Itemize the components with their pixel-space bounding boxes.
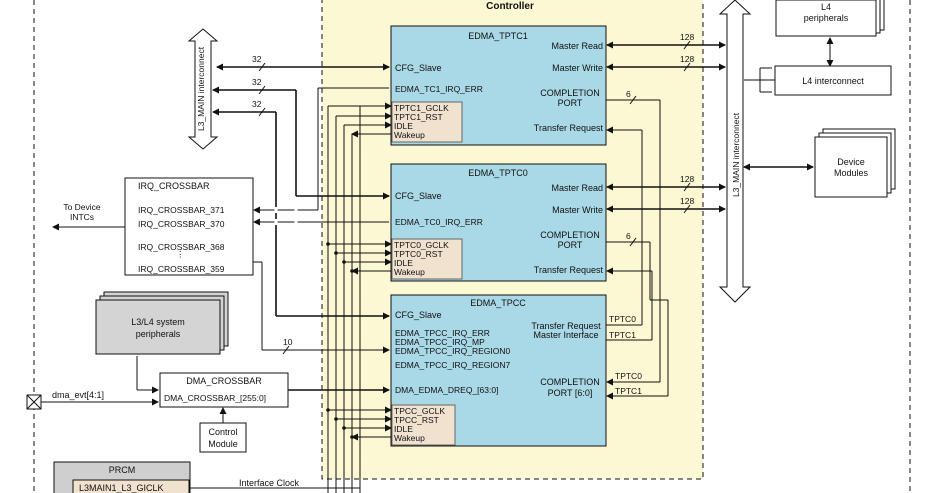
tpcc-tptc-links: TPTC0 TPTC1 TPTC0 TPTC1 6 6	[606, 89, 669, 400]
edma-tptc0-block: EDMA_TPTC0 CFG_Slave EDMA_TC0_IRQ_ERR Ma…	[390, 163, 607, 282]
master-buses: 128 128 128 128	[606, 32, 726, 214]
tptc1-transfer-request: Transfer Request	[534, 123, 604, 133]
edma-tpcc-block: EDMA_TPCC CFG_Slave EDMA_TPCC_IRQ_ERR ED…	[390, 294, 607, 447]
dma-evt-label: dma_evt[4:1]	[52, 390, 104, 400]
tpcc-idle: IDLE	[394, 424, 413, 434]
l3l4-line1: L3/L4 system	[131, 317, 185, 327]
to-device-line2: INTCs	[70, 212, 94, 222]
tptc0-port: PORT	[558, 240, 583, 250]
tpcc-tr-tptc1: TPTC1	[609, 330, 636, 340]
to-device-line1: To Device	[63, 202, 101, 212]
l4-interconnect-box	[774, 65, 892, 96]
tptc0-title: EDMA_TPTC0	[468, 168, 528, 178]
tptc0-idle: IDLE	[394, 258, 413, 268]
control-module-line2: Module	[208, 439, 238, 449]
dma-crossbar-title: DMA_CROSSBAR	[186, 376, 262, 386]
tptc1-rst: TPTC1_RST	[394, 112, 443, 122]
control-module-line1: Control	[208, 427, 237, 437]
tptc1-gclk: TPTC1_GCLK	[394, 103, 449, 113]
tptc1-wakeup: Wakeup	[394, 130, 425, 140]
tptc1-idle: IDLE	[394, 121, 413, 131]
irq-crossbar-368: IRQ_CROSSBAR_368	[138, 242, 225, 252]
irq-crossbar-370: IRQ_CROSSBAR_370	[138, 219, 225, 229]
interface-clock-label: Interface Clock	[239, 478, 300, 488]
tptc0-write-width: 128	[680, 196, 694, 206]
tpcc-cp-tptc1: TPTC1	[615, 386, 642, 396]
l4-interconnect-label: L4 interconnect	[802, 76, 864, 86]
clock-reset-lines	[326, 102, 392, 493]
tptc0-completion-width: 6	[626, 231, 631, 241]
tptc1-irq-err: EDMA_TC1_IRQ_ERR	[395, 84, 483, 94]
tptc1-master-read: Master Read	[551, 41, 603, 51]
tpcc-irq-err: EDMA_TPCC_IRQ_ERR	[395, 328, 490, 338]
device-modules-block: Device Modules	[814, 128, 896, 198]
irq-crossbar-block: IRQ_CROSSBAR IRQ_CROSSBAR_371 IRQ_CROSSB…	[124, 177, 254, 276]
tptc1-cfg-slave: CFG_Slave	[395, 63, 442, 73]
tptc1-completion-width: 6	[626, 89, 631, 99]
cfg-bus3-width: 32	[252, 99, 262, 109]
prcm-title: PRCM	[109, 465, 136, 475]
cfg-bus1-width: 32	[252, 54, 262, 64]
irq-crossbar-359: IRQ_CROSSBAR_359	[138, 264, 225, 274]
tptc0-irq-err: EDMA_TC0_IRQ_ERR	[395, 217, 483, 227]
tptc0-rst: TPTC0_RST	[394, 249, 443, 259]
edma-tptc1-block: EDMA_TPTC1 CFG_Slave EDMA_TC1_IRQ_ERR Ma…	[390, 25, 607, 146]
tpcc-completion: COMPLETION	[540, 377, 600, 387]
tpcc-port: PORT [6:0]	[548, 388, 593, 398]
tptc1-write-width: 128	[680, 54, 694, 64]
tpcc-dreq: DMA_EDMA_DREQ_[63:0]	[395, 385, 498, 395]
svg-text:⋮: ⋮	[176, 249, 185, 259]
tpcc-irq-mp: EDMA_TPCC_IRQ_MP	[395, 337, 485, 347]
dma-crossbar-port: DMA_CROSSBAR_[255:0]	[164, 393, 266, 403]
l3l4-system-peripherals-block: L3/L4 system peripherals	[95, 291, 229, 355]
tptc0-cfg-slave: CFG_Slave	[395, 191, 442, 201]
tpcc-master-interface: Master Interface	[533, 330, 598, 340]
tptc1-port: PORT	[558, 98, 583, 108]
controller-title: Controller	[486, 1, 534, 12]
tpcc-wakeup: Wakeup	[394, 433, 425, 443]
tptc0-transfer-request: Transfer Request	[534, 265, 604, 275]
l3l4-line2: peripherals	[136, 329, 181, 339]
cfg-bus2-width: 32	[252, 77, 262, 87]
tptc0-master-write: Master Write	[552, 205, 603, 215]
tpcc-irq-region0: EDMA_TPCC_IRQ_REGION0	[395, 346, 511, 356]
tptc0-gclk: TPTC0_GCLK	[394, 240, 449, 250]
tpcc-tr-tptc0: TPTC0	[609, 314, 636, 324]
l3-main-interconnect-left: L3_MAIN interconnect	[187, 28, 219, 150]
tptc0-master-read: Master Read	[551, 183, 603, 193]
dma-evt-pin: dma_evt[4:1]	[26, 390, 159, 410]
dma-crossbar-block: DMA_CROSSBAR DMA_CROSSBAR_[255:0]	[159, 372, 289, 408]
irq-bus-width: 10	[283, 337, 293, 347]
l3-main-interconnect-right: L3_MAIN interconnect	[718, 0, 752, 303]
l4-peripherals-line1: L4	[821, 2, 831, 12]
device-modules-line2: Modules	[834, 168, 869, 178]
tptc0-wakeup: Wakeup	[394, 267, 425, 277]
tpcc-transfer-request: Transfer Request	[531, 321, 601, 331]
tptc1-read-width: 128	[680, 32, 694, 42]
prcm-clk: L3MAIN1_L3_GICLK	[79, 483, 164, 493]
config-buses: 32 32 32	[212, 54, 390, 320]
tptc0-read-width: 128	[680, 174, 694, 184]
tpcc-cfg-slave: CFG_Slave	[395, 310, 442, 320]
tptc0-completion: COMPLETION	[540, 230, 600, 240]
device-modules-line1: Device	[837, 157, 865, 167]
tpcc-irq-region7: EDMA_TPCC_IRQ_REGION7	[395, 360, 511, 370]
tptc1-completion: COMPLETION	[540, 88, 600, 98]
tptc1-title: EDMA_TPTC1	[468, 31, 528, 41]
tptc1-master-write: Master Write	[552, 63, 603, 73]
l4-peripherals-line2: peripherals	[804, 13, 849, 23]
irq-crossbar-371: IRQ_CROSSBAR_371	[138, 205, 225, 215]
tpcc-title: EDMA_TPCC	[470, 298, 526, 308]
tpcc-gclk: TPCC_GCLK	[394, 406, 445, 416]
tpcc-cp-tptc0: TPTC0	[615, 371, 642, 381]
l4-peripherals-block: L4 peripherals	[775, 0, 885, 37]
irq-crossbar-title: IRQ_CROSSBAR	[138, 181, 210, 191]
prcm-block: PRCM L3MAIN1_L3_GICLK	[53, 461, 191, 493]
l3-main-left-label: L3_MAIN interconnect	[196, 46, 206, 131]
l3-main-right-label: L3_MAIN interconnect	[731, 112, 741, 197]
tpcc-rst: TPCC_RST	[394, 415, 439, 425]
